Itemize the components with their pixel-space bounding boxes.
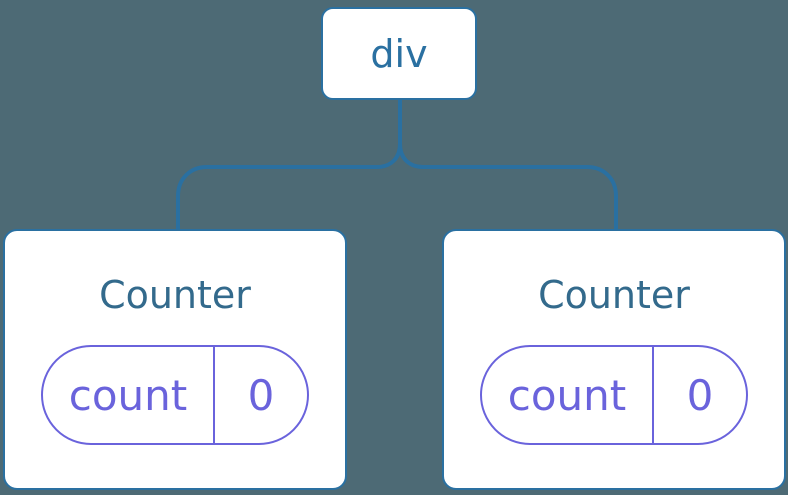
connector-branch-right — [398, 100, 618, 229]
connector-branch-left — [176, 100, 402, 229]
root-node-label: div — [370, 31, 428, 76]
tree-node-div: div — [321, 7, 477, 100]
state-value-label: 0 — [686, 370, 714, 420]
state-value-label: 0 — [247, 370, 275, 420]
tree-node-counter-left: Counter count 0 — [3, 229, 347, 490]
component-name-label: Counter — [538, 273, 690, 317]
state-key-label: count — [482, 347, 654, 443]
state-badge: count 0 — [480, 345, 748, 445]
state-key-label: count — [43, 347, 215, 443]
component-name-label: Counter — [99, 273, 251, 317]
tree-node-counter-right: Counter count 0 — [442, 229, 786, 490]
state-badge: count 0 — [41, 345, 309, 445]
